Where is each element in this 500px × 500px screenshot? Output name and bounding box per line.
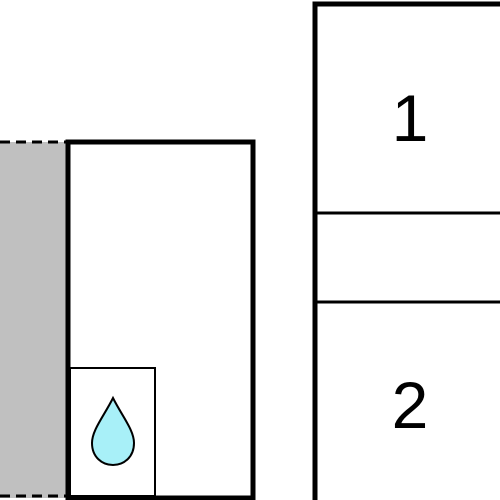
right-structure bbox=[312, 1, 500, 500]
middle-box bbox=[65, 139, 256, 500]
water-drop-icon bbox=[90, 395, 136, 467]
shaded-region bbox=[0, 142, 68, 498]
compartment-label-1: 1 bbox=[392, 81, 429, 155]
compartment-label-2: 2 bbox=[392, 368, 429, 442]
